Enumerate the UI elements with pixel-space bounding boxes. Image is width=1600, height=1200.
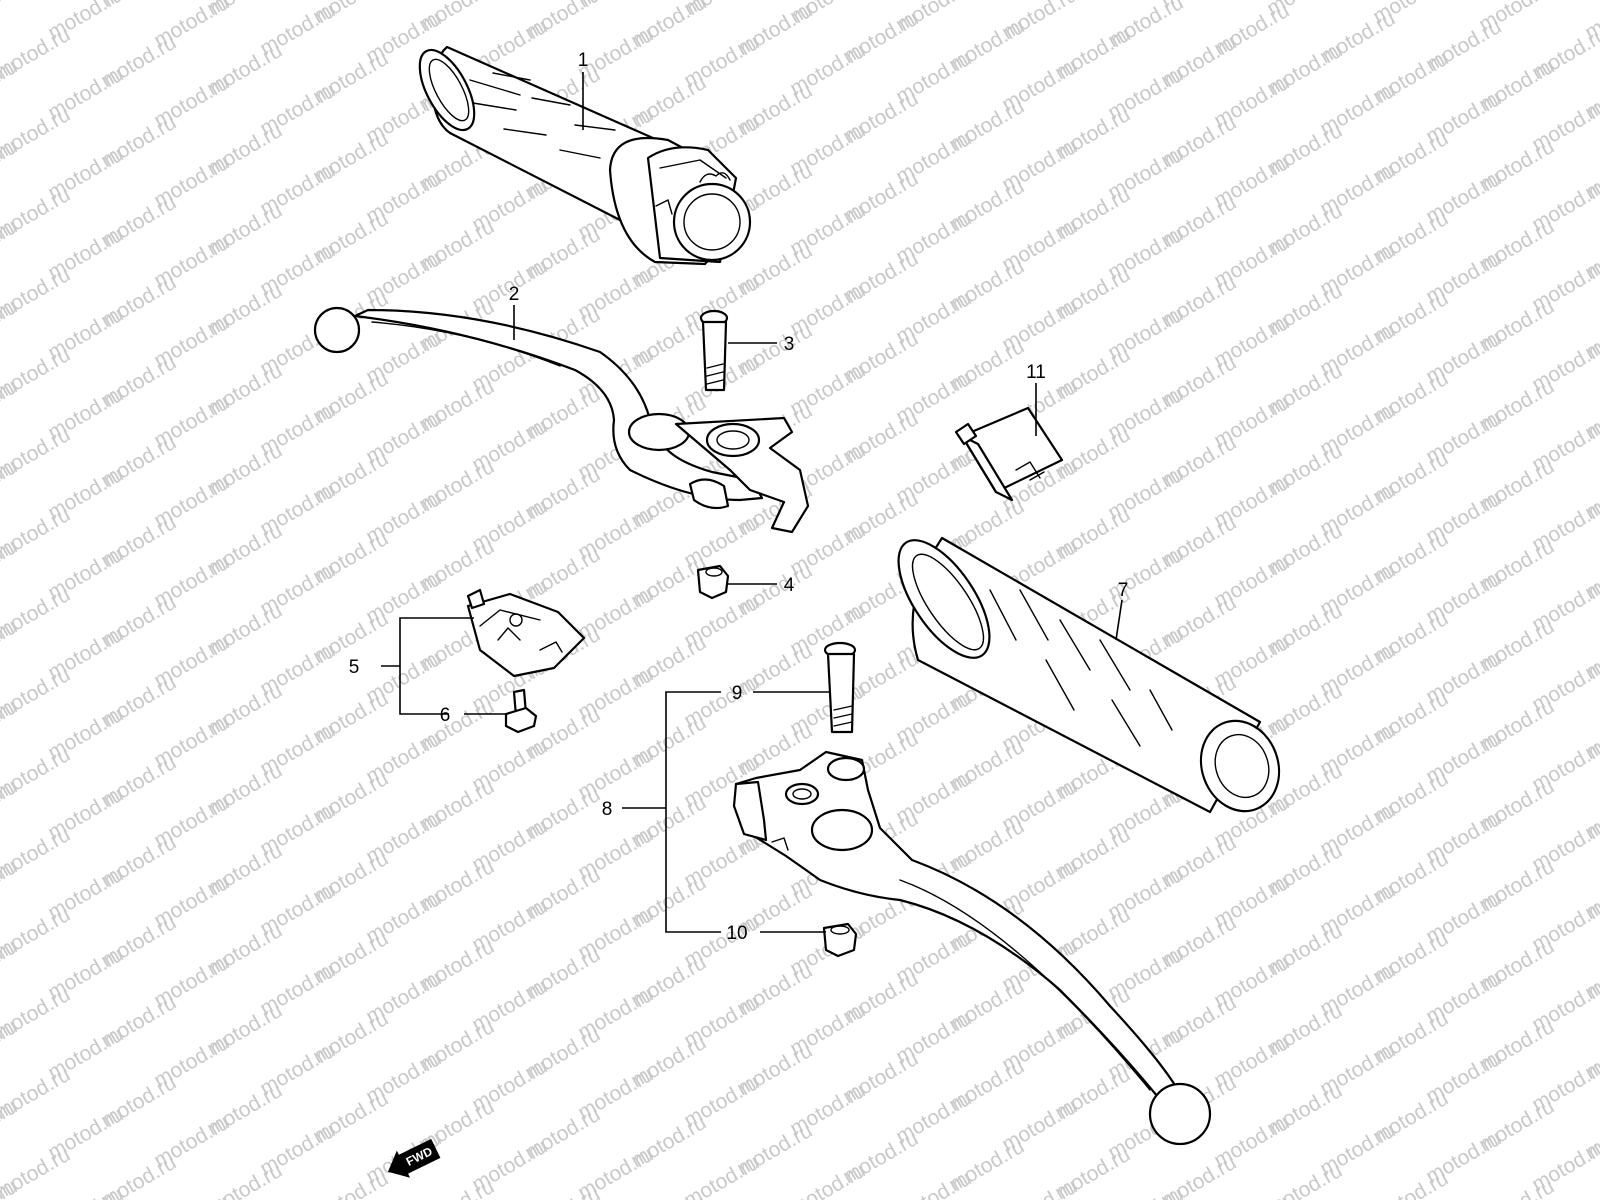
part-9-pivot-bolt [823, 641, 857, 734]
watermark-text: motod.ru [1475, 1175, 1558, 1200]
callout-7: 7 [1118, 580, 1129, 601]
watermark-text: motod.ru [627, 1191, 710, 1200]
part-3-pivot-bolt [699, 309, 729, 392]
callout-5: 5 [349, 657, 360, 678]
callout-10: 10 [726, 923, 747, 944]
watermark-text: motod.ru [521, 1183, 604, 1200]
callout-9: 9 [732, 683, 743, 704]
watermark-text: motod.ru [892, 1167, 975, 1200]
part-7-left-grip [897, 536, 1281, 814]
fwd-arrow-icon [387, 1138, 441, 1178]
callout-2: 2 [509, 284, 520, 305]
watermark-text: motod.ru [150, 1191, 233, 1200]
part-8-clutch-lever [732, 750, 1212, 1146]
leader-lines [381, 72, 1123, 933]
watermark-text: motod.ru [0, 0, 21, 36]
part-11-switch [954, 406, 1064, 502]
part-2-brake-lever [313, 306, 810, 534]
watermark-text: motod.ru [1581, 1183, 1600, 1200]
part-1-throttle-grip [418, 45, 752, 266]
watermark-text: motod.ru [786, 1159, 869, 1200]
watermark-text: motod.ru [1369, 1167, 1452, 1200]
callout-3: 3 [784, 334, 795, 355]
watermark-text: motod.ru [1210, 1191, 1293, 1200]
watermark-text: motod.ru [1104, 1183, 1187, 1200]
watermark-text: motod.ru [998, 1175, 1081, 1200]
callout-labels: 1 2 3 11 4 7 5 6 9 8 10 [349, 50, 1129, 944]
part-4-nut [696, 564, 730, 600]
part-5-switch-assembly [466, 588, 586, 678]
watermark-text: motod.ru [309, 1167, 392, 1200]
watermark-text: motod.ru [44, 1183, 127, 1200]
watermark-text: motod.ru [680, 1151, 763, 1200]
callout-4: 4 [784, 575, 795, 596]
callout-6: 6 [440, 705, 451, 726]
callout-1: 1 [578, 50, 589, 71]
callout-11: 11 [1026, 362, 1046, 383]
callout-8: 8 [602, 799, 613, 820]
watermark-text: motod.ru [415, 1175, 498, 1200]
part-10-nut [822, 922, 858, 958]
part-6-screw [504, 688, 538, 734]
